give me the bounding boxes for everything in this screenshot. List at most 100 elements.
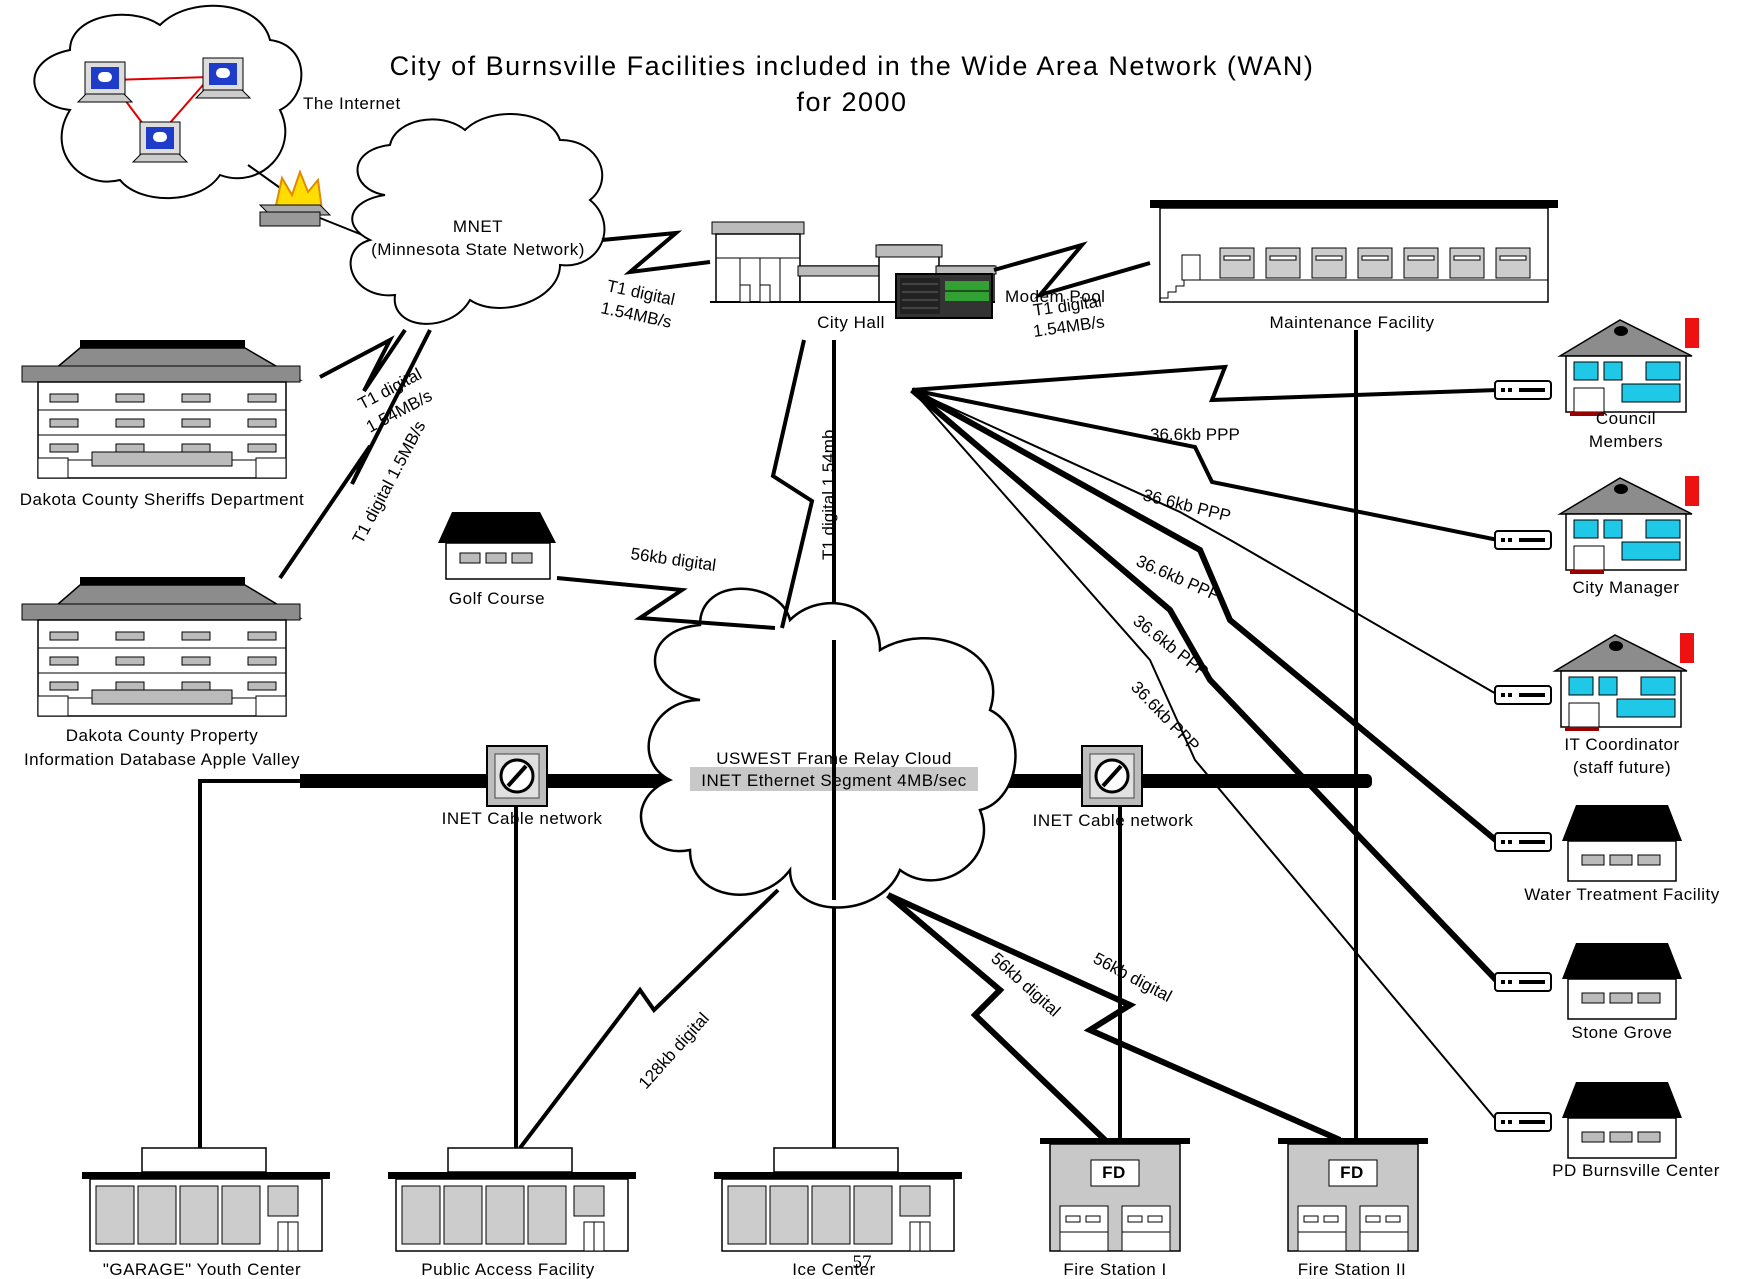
office-windows	[37, 631, 287, 717]
maintenance-label: Maintenance Facility	[1270, 313, 1435, 332]
public-access-label: Public Access Facility	[421, 1260, 595, 1279]
bottom-facilities	[82, 1138, 1428, 1252]
link-label-ppp4: 36.6kb PPP	[1130, 611, 1212, 681]
internet-label: The Internet	[303, 94, 401, 113]
pd-burnsville-building	[1562, 1082, 1682, 1159]
window	[247, 681, 277, 691]
internet-cloud	[33, 4, 303, 200]
fd-sign-1: FD	[1102, 1163, 1126, 1182]
public-access-building	[388, 1147, 636, 1252]
council-label-line1: Council	[1596, 409, 1656, 428]
modem-pool-icon	[895, 273, 993, 319]
door	[255, 695, 287, 717]
modem-icon	[1494, 832, 1552, 852]
city-manager-house	[1557, 476, 1699, 574]
window	[115, 681, 145, 691]
computer-icon	[131, 121, 189, 163]
mnet-label-line1: MNET	[453, 217, 503, 236]
sheriff-label: Dakota County Sheriffs Department	[20, 490, 305, 509]
it-coordinator-house	[1552, 633, 1694, 731]
door	[37, 457, 69, 479]
sign-panel	[91, 451, 233, 467]
firewall-icon	[247, 164, 376, 241]
fire-station-1-label: Fire Station I	[1063, 1260, 1166, 1279]
computer-icon	[76, 61, 134, 103]
remote-sites	[1494, 318, 1699, 1159]
link-label-golf-cloud: 56kb digital	[629, 544, 717, 575]
garage-door	[1495, 247, 1531, 279]
window	[181, 681, 211, 691]
window	[247, 443, 277, 453]
garage-youth-center-building	[82, 1147, 330, 1252]
link-label-ppp1: 36.6kb PPP	[1150, 425, 1240, 444]
garage-door	[1357, 247, 1393, 279]
fd-sign-2: FD	[1340, 1163, 1364, 1182]
window	[247, 656, 277, 666]
window	[115, 443, 145, 453]
stone-grove-building	[1562, 943, 1682, 1020]
window	[181, 443, 211, 453]
sheriff-building	[21, 340, 303, 479]
modem-icon	[1494, 972, 1552, 992]
ice-center-label: Ice Center	[792, 1260, 875, 1279]
garage-door-window	[1223, 255, 1251, 261]
property-label-line2: Information Database Apple Valley	[24, 750, 300, 769]
garage-door-window	[1407, 255, 1435, 261]
garage-door-window	[1315, 255, 1343, 261]
council-label-line2: Members	[1589, 432, 1663, 451]
window	[247, 631, 277, 641]
sign-panel	[91, 689, 233, 705]
window	[49, 656, 79, 666]
door	[37, 695, 69, 717]
computer-icon	[194, 57, 252, 99]
pd-burnsville-label: PD Burnsville Center	[1552, 1161, 1720, 1180]
water-treatment-label: Water Treatment Facility	[1524, 885, 1720, 904]
fire-station-2-building	[1278, 1138, 1428, 1252]
fire-station-2-label: Fire Station II	[1298, 1260, 1407, 1279]
window	[181, 393, 211, 403]
link-label-fire2: 56kb digital	[1090, 949, 1175, 1006]
modem-icon	[1494, 685, 1552, 705]
window	[115, 418, 145, 428]
garage-door	[1311, 247, 1347, 279]
garage-door	[1265, 247, 1301, 279]
garage-door-window	[1361, 255, 1389, 261]
it-coordinator-label-line1: IT Coordinator	[1564, 735, 1679, 754]
mnet-label-line2: (Minnesota State Network)	[371, 240, 585, 259]
diagram-title-line1: City of Burnsville Facilities included i…	[390, 51, 1315, 81]
link-label-ppp2: 36.6kb PPP	[1141, 485, 1233, 525]
garage-door	[1449, 247, 1485, 279]
window	[115, 656, 145, 666]
inet-cable-box-right	[1081, 745, 1143, 807]
link-label-mnet-property: T1 digital 1.5MB/s	[349, 418, 430, 547]
ice-center-building	[714, 1147, 962, 1252]
city-hall-label: City Hall	[817, 313, 885, 332]
property-label-line1: Dakota County Property	[66, 726, 258, 745]
window	[181, 418, 211, 428]
window	[181, 656, 211, 666]
garage-door-window	[1453, 255, 1481, 261]
window	[115, 393, 145, 403]
link-label-ppp5: 36.6kb PPP	[1127, 678, 1203, 756]
link-label-public-access: 128kb digital	[635, 1009, 713, 1093]
city-manager-label: City Manager	[1572, 578, 1679, 597]
garage-label: "GARAGE" Youth Center	[103, 1260, 301, 1279]
window	[49, 631, 79, 641]
golf-course-label: Golf Course	[449, 589, 545, 608]
modem-icon	[1494, 1112, 1552, 1132]
garage-door	[1403, 247, 1439, 279]
council-members-house	[1557, 318, 1699, 416]
it-coordinator-label-line2: (staff future)	[1573, 758, 1671, 777]
window	[115, 631, 145, 641]
garage-door-window	[1269, 255, 1297, 261]
garage-door	[1219, 247, 1255, 279]
diagram-title-line2: for 2000	[796, 87, 907, 117]
garage-door-window	[1499, 255, 1527, 261]
window	[49, 393, 79, 403]
wan-links	[278, 230, 1501, 1150]
water-treatment-building	[1562, 805, 1682, 882]
office-windows	[37, 393, 287, 479]
fire-station-1-building	[1040, 1138, 1190, 1252]
